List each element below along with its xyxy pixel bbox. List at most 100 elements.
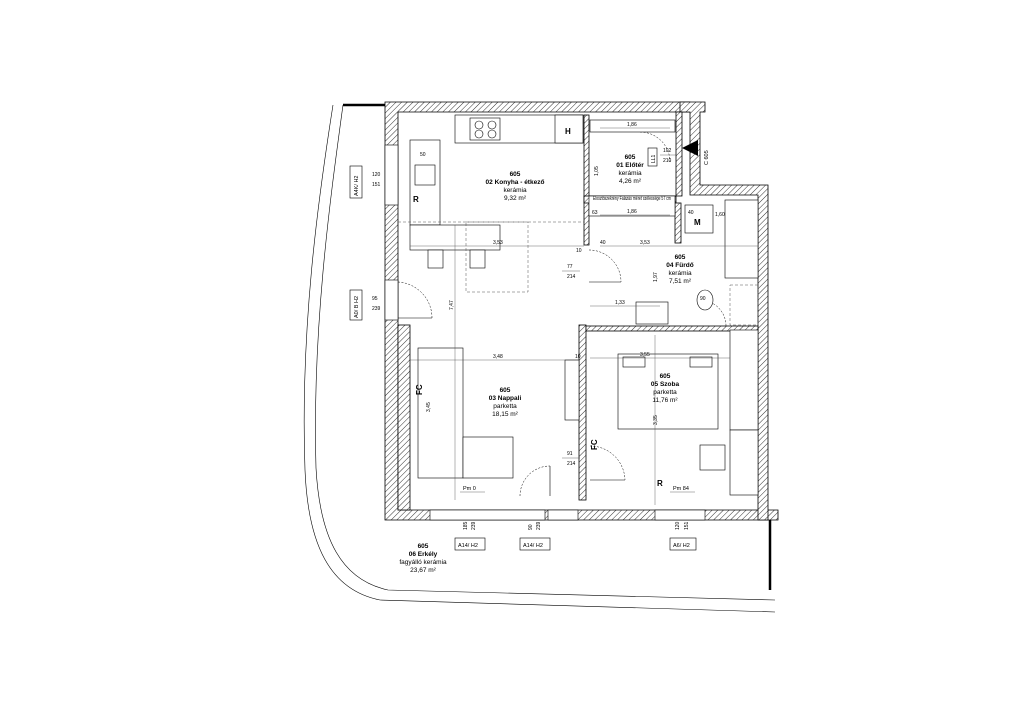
door-arc-living xyxy=(519,465,551,497)
dim-90: 90 xyxy=(700,296,706,302)
wall-kitchen-bath xyxy=(583,114,590,246)
svg-text:605: 605 xyxy=(500,387,511,394)
radiator-label-2: R xyxy=(657,479,663,488)
wall-entry-side xyxy=(675,111,683,197)
dim-105: 1,05 xyxy=(594,166,600,176)
chair-1 xyxy=(427,249,444,269)
svg-text:18,15 m²: 18,15 m² xyxy=(492,411,518,418)
svg-text:95: 95 xyxy=(372,296,378,302)
sofa xyxy=(417,347,464,479)
svg-text:A14/ H2: A14/ H2 xyxy=(458,543,478,549)
room-balcony: 605 06 Erkély fagyálló kerámia 23,67 m² xyxy=(399,543,447,574)
washbasin xyxy=(635,301,669,325)
sofa-extension xyxy=(462,436,514,479)
dim-10-b: 10 xyxy=(576,248,582,254)
dim-63: 63 xyxy=(592,210,598,216)
dim-160: 1,60 xyxy=(715,212,725,218)
dim-40-b: 40 xyxy=(600,240,606,246)
tag-a4k: A4K/ H2 120 151 xyxy=(349,165,381,199)
svg-text:120: 120 xyxy=(675,521,681,530)
sink xyxy=(414,164,436,186)
svg-text:239: 239 xyxy=(471,521,477,530)
section-arrow xyxy=(682,140,698,156)
svg-text:06 Erkély: 06 Erkély xyxy=(409,551,438,558)
dim-10: 10 xyxy=(575,354,581,360)
fridge-label: H xyxy=(565,127,571,136)
svg-text:239: 239 xyxy=(536,521,542,530)
svg-text:185: 185 xyxy=(463,521,469,530)
washing-machine xyxy=(684,204,714,234)
door-arc-a0b xyxy=(397,281,433,319)
window-a14-1 xyxy=(429,509,546,521)
window-kitchen xyxy=(384,144,399,206)
svg-text:605: 605 xyxy=(660,373,671,380)
svg-text:fagyálló kerámia: fagyálló kerámia xyxy=(399,559,447,566)
room-bedroom: 605 05 Szoba parketta 11,76 m² xyxy=(651,373,680,404)
living-wall-insulation xyxy=(397,324,411,511)
hob xyxy=(469,117,501,141)
level-pm84: Pm 84 xyxy=(673,486,689,492)
ll1-label: LL1 xyxy=(651,154,657,163)
svg-text:151: 151 xyxy=(372,182,381,188)
dim-186-b: 1,86 xyxy=(627,209,637,215)
svg-text:01 Előtér: 01 Előtér xyxy=(616,162,644,169)
tag-a14-2: A14/ H2 90 239 xyxy=(519,521,551,551)
svg-text:23,67 m²: 23,67 m² xyxy=(410,567,436,574)
svg-text:90: 90 xyxy=(528,524,534,530)
room-living: 605 03 Nappali parketta 18,15 m² xyxy=(489,387,522,418)
toilet xyxy=(696,289,714,311)
door-living-w: 91 xyxy=(567,451,573,457)
bathtub xyxy=(724,199,759,279)
svg-text:04 Fürdő: 04 Fürdő xyxy=(666,262,693,269)
tag-a6: A6/ H2 120 151 xyxy=(669,521,697,551)
svg-text:120: 120 xyxy=(372,172,381,178)
dim-197: 1,97 xyxy=(653,272,659,282)
door-entry-h: 210 xyxy=(663,158,672,164)
machine-label: M xyxy=(694,218,701,227)
svg-text:05 Szoba: 05 Szoba xyxy=(651,381,680,388)
svg-text:151: 151 xyxy=(684,521,690,530)
bedroom-dresser xyxy=(729,429,759,496)
door-arc-entry xyxy=(639,131,671,163)
bedroom-desk xyxy=(699,444,726,471)
window-a14-2 xyxy=(547,509,579,521)
window-a6 xyxy=(654,509,706,521)
dim-186-a: 1,86 xyxy=(627,122,637,128)
svg-text:parketta: parketta xyxy=(653,389,677,396)
section-label: C 605 xyxy=(704,150,710,165)
svg-text:605: 605 xyxy=(510,171,521,178)
svg-text:kerámia: kerámia xyxy=(503,187,527,194)
fc-label-2: FC xyxy=(590,439,599,450)
tv-unit xyxy=(564,359,580,421)
svg-text:7,51 m²: 7,51 m² xyxy=(669,278,692,285)
shower-area xyxy=(729,284,759,326)
svg-text:605: 605 xyxy=(675,254,686,261)
dim-355: 3,55 xyxy=(640,352,650,358)
room-kitchen: 605 02 Konyha - étkező kerámia 9,32 m² xyxy=(486,171,545,202)
dim-353-a: 3,53 xyxy=(493,240,503,246)
wall-bath-bedroom xyxy=(585,325,759,332)
svg-text:11,76 m²: 11,76 m² xyxy=(652,397,678,404)
tag-a0b: A0/ B H2 95 239 xyxy=(349,289,381,321)
radiator-label-1: R xyxy=(413,195,419,204)
svg-text:4,26 m²: 4,26 m² xyxy=(619,178,642,185)
door-a0b xyxy=(384,279,399,321)
wall-living-bedroom xyxy=(578,324,587,501)
dim-335: 3,35 xyxy=(653,415,659,425)
room-bath: 605 04 Fürdő kerámia 7,51 m² xyxy=(666,254,693,285)
fridge xyxy=(554,114,584,144)
svg-text:parketta: parketta xyxy=(493,403,517,410)
tag-a14-1: A14/ H2 185 239 xyxy=(454,521,486,551)
dim-50: 50 xyxy=(420,152,426,158)
svg-text:605: 605 xyxy=(418,543,429,550)
dining-zone xyxy=(465,221,529,293)
svg-text:A14/ H2: A14/ H2 xyxy=(523,543,543,549)
shaft-note: Elosztószekrény Falazás méret szélessége… xyxy=(593,196,671,202)
svg-text:9,32 m²: 9,32 m² xyxy=(504,195,527,202)
level-pm0: Pm 0 xyxy=(463,486,476,492)
svg-text:A6/ H2: A6/ H2 xyxy=(673,543,690,549)
entry-cabinet xyxy=(589,119,676,133)
utility-shaft xyxy=(588,195,676,217)
dim-747: 7,47 xyxy=(449,300,455,310)
